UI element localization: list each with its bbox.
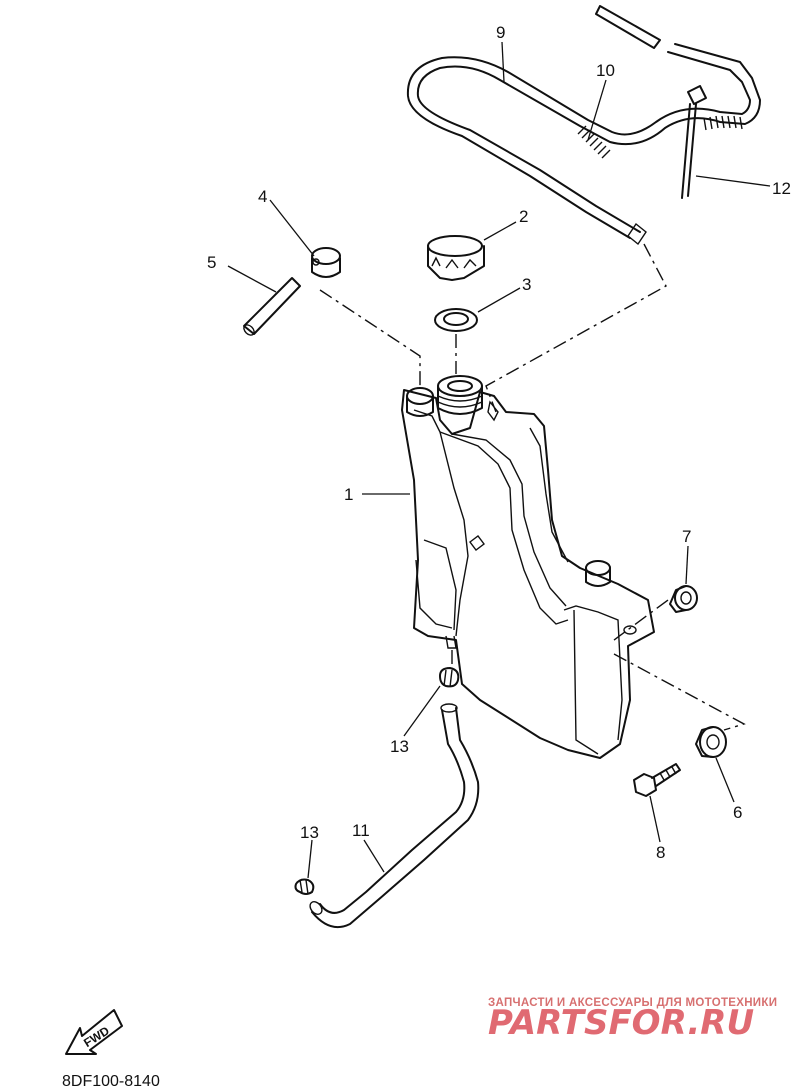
assembly-lines (319, 243, 746, 731)
callout-4: 4 (258, 187, 267, 206)
bolt-part-8 (633, 763, 681, 797)
callout-2: 2 (519, 207, 528, 226)
callouts: 9 10 12 2 3 4 5 1 7 6 8 13 11 13 (207, 23, 791, 862)
callout-6: 6 (733, 803, 742, 822)
fwd-direction-arrow: FWD (65, 1009, 123, 1055)
diagram-code: 8DF100-8140 (62, 1073, 160, 1088)
drain-hose-part-11 (309, 703, 480, 928)
callout-11: 11 (352, 821, 370, 840)
breather-cap-part-4 (311, 247, 341, 278)
spring-clip-part-10 (577, 115, 743, 159)
hose-clamp-part-13-lower (294, 878, 315, 895)
watermark-tagline: ЗАПЧАСТИ И АКСЕССУАРЫ ДЛЯ МОТОТЕХНИКИ (488, 997, 777, 1009)
callout-1: 1 (344, 485, 353, 504)
collar-part-6 (695, 726, 727, 758)
callout-9: 9 (496, 23, 505, 42)
coolant-reservoir-part-1 (401, 375, 655, 759)
callout-13-upper: 13 (390, 737, 409, 756)
watermark: ЗАПЧАСТИ И АКСЕССУАРЫ ДЛЯ МОТОТЕХНИКИ PA… (488, 997, 777, 1043)
callout-13-lower: 13 (300, 823, 319, 842)
callout-5: 5 (207, 253, 216, 272)
watermark-brand: PARTSFOR.RU (488, 1003, 754, 1043)
hose-clamp-part-13-upper (439, 667, 460, 688)
breather-pipe-part-12 (681, 85, 707, 199)
leader-lines (227, 41, 771, 879)
overflow-hose-part-9 (406, 5, 761, 246)
reservoir-cap-part-2 (427, 235, 485, 281)
callout-3: 3 (522, 275, 531, 294)
callout-8: 8 (656, 843, 665, 862)
pipe-part-5 (243, 277, 301, 336)
callout-7: 7 (682, 527, 691, 546)
cap-gasket-part-3 (434, 308, 478, 332)
grommet-part-7 (669, 585, 698, 613)
callout-10: 10 (596, 61, 615, 80)
callout-12: 12 (772, 179, 791, 198)
